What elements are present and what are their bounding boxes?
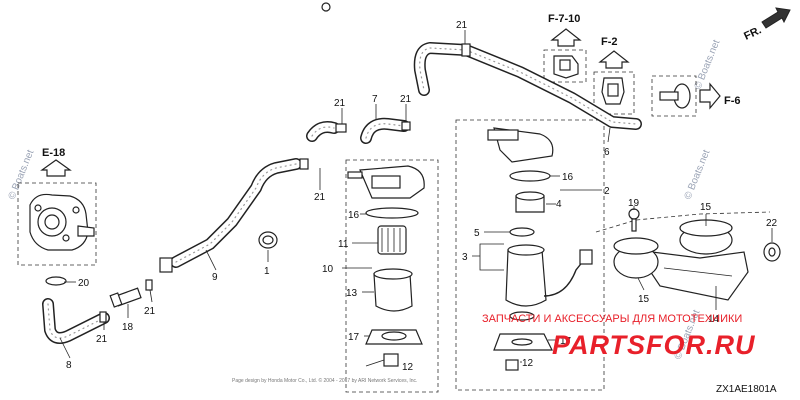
label-6: 6 <box>604 147 610 158</box>
label-4: 4 <box>556 199 562 210</box>
arrow-front-icon <box>761 7 791 29</box>
label-10: 10 <box>322 264 334 275</box>
ref-f2: F-2 <box>593 36 635 115</box>
label-16-left: 16 <box>348 210 360 221</box>
label-15-top: 15 <box>700 202 712 213</box>
label-9: 9 <box>212 272 218 283</box>
leader-lines <box>59 30 773 367</box>
boats-watermark-right-top: © Boats.net <box>693 38 723 91</box>
o-ring-16-left <box>365 207 419 219</box>
ref-f7-10-label: F-7-10 <box>548 13 580 25</box>
label-21-e: 21 <box>96 334 108 345</box>
label-18: 18 <box>122 322 134 333</box>
label-16-right: 16 <box>562 172 574 183</box>
label-12-right: 12 <box>522 358 534 369</box>
label-13: 13 <box>346 288 358 299</box>
label-3: 3 <box>462 252 468 263</box>
label-1: 1 <box>264 266 270 277</box>
filter-assembly-2 <box>487 127 593 371</box>
water-separator-3 <box>505 249 547 307</box>
o-ring-16-right <box>509 170 551 182</box>
boats-watermark-left: © Boats.net <box>7 148 37 201</box>
ref-f6-label: F-6 <box>724 95 741 107</box>
ref-f6: F-6 <box>651 75 741 117</box>
brand-watermark: PARTSFOR.RU <box>552 330 756 360</box>
hose-7 <box>306 117 411 144</box>
label-22: 22 <box>766 218 778 229</box>
arrow-up-icon <box>598 50 630 69</box>
fitting-18 <box>109 279 153 308</box>
label-21-c: 21 <box>400 94 412 105</box>
ref-e18-frame <box>17 182 97 266</box>
label-17-left: 17 <box>348 332 360 343</box>
label-21-d: 21 <box>314 192 326 203</box>
label-17-right: 17 <box>560 336 572 347</box>
group-frame-10 <box>345 159 439 393</box>
clip-20 <box>45 276 67 286</box>
front-direction-marker: FR. <box>742 7 791 43</box>
bracket-14 <box>634 249 749 301</box>
group-frame-14 <box>595 211 771 233</box>
clamp-1 <box>258 231 278 249</box>
label-15-bottom: 15 <box>638 294 650 305</box>
hose-6 <box>413 42 642 130</box>
label-11: 11 <box>338 239 349 250</box>
label-12-left: 12 <box>402 362 414 373</box>
arrow-right-icon <box>699 82 721 110</box>
front-label: FR. <box>742 24 763 42</box>
label-2: 2 <box>604 186 610 197</box>
label-7: 7 <box>372 94 378 105</box>
label-20: 20 <box>78 278 90 289</box>
copyright-text: Page design by Honda Motor Co., Ltd. © 2… <box>232 377 417 384</box>
filter-element-11 <box>377 225 407 255</box>
label-14: 14 <box>708 314 720 325</box>
o-ring-5 <box>509 227 535 237</box>
arrow-up-icon <box>550 28 582 47</box>
label-19: 19 <box>628 198 640 209</box>
label-21-f: 21 <box>144 306 156 317</box>
bolt-12-left <box>383 353 399 367</box>
filter-cup-13 <box>373 273 413 312</box>
bolt-19 <box>628 208 640 232</box>
pump-assembly <box>29 193 95 251</box>
ref-f2-label: F-2 <box>601 36 618 48</box>
ref-e18: E-18 <box>17 147 97 266</box>
grommet-22 <box>763 242 781 262</box>
holder-15-front <box>613 237 659 279</box>
hose-8 <box>42 298 110 344</box>
ref-f7-10: F-7-10 <box>543 13 587 83</box>
bolt-12-right <box>505 359 519 371</box>
label-8: 8 <box>66 360 72 371</box>
arrow-up-icon <box>40 159 72 177</box>
hose-9 <box>159 158 309 273</box>
group-frame-2 <box>455 119 605 391</box>
boats-watermark-right-mid: © Boats.net <box>683 148 713 201</box>
ref-e18-label: E-18 <box>42 147 65 159</box>
diagram-code: ZX1AE1801A <box>716 384 777 395</box>
label-5: 5 <box>474 228 480 239</box>
filter-assembly-10 <box>347 165 425 367</box>
label-21-b: 21 <box>334 98 346 109</box>
top-bolt-hole <box>321 2 331 12</box>
part-labels: 1 2 3 4 5 6 7 8 9 10 11 12 12 13 14 15 1… <box>66 20 778 373</box>
brand-watermark-tagline: ЗАПЧАСТИ И АКСЕССУАРЫ ДЛЯ МОТОТЕХНИКИ <box>482 313 742 325</box>
label-21-a: 21 <box>456 20 468 31</box>
